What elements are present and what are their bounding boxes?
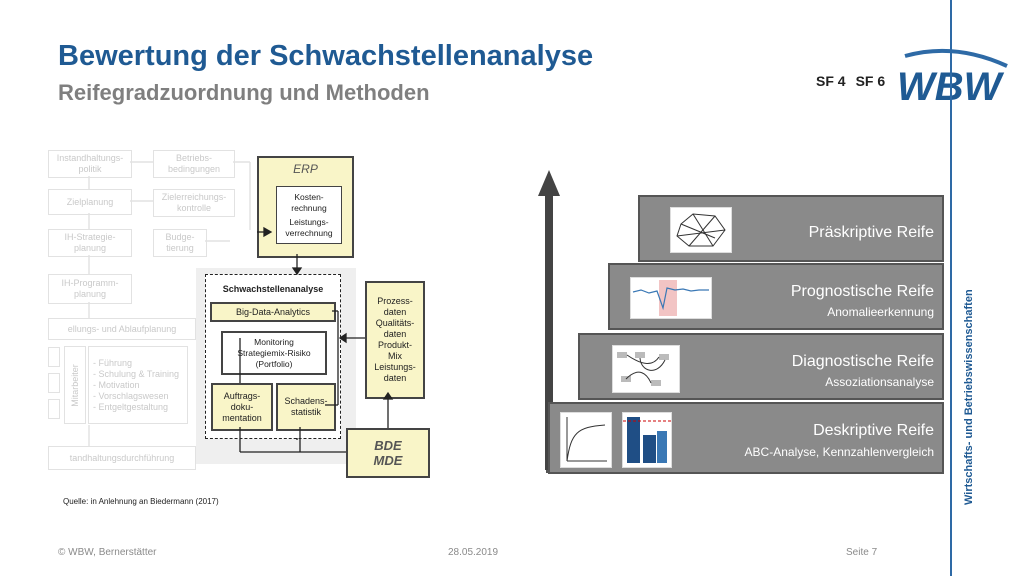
footer-page: Seite 7	[846, 547, 878, 558]
step-subtitle: Anomalieerkennung	[827, 305, 934, 319]
wbw-logo: WBW	[897, 48, 1008, 109]
network-graph-icon	[670, 207, 732, 253]
step-praeskriptiv: Präskriptive Reife	[638, 195, 944, 262]
big-data-box: Big-Data-Analytics	[210, 302, 336, 322]
bde-box: BDE MDE	[346, 428, 430, 478]
step-diagnostisch: Diagnostische Reife Assoziationsanalyse	[578, 333, 944, 400]
faint-box: Instandhaltungs- politik	[48, 150, 132, 178]
faint-box: IH-Programm- planung	[48, 274, 132, 304]
faint-box-vertical: Mitarbeiter	[64, 346, 86, 424]
analysis-title: Schwachstellenanalyse	[222, 284, 324, 294]
step-deskriptiv: Deskriptive Reife ABC-Analyse, Kennzahle…	[548, 402, 944, 474]
association-graph-icon	[612, 345, 680, 393]
anomaly-chart-icon	[630, 277, 712, 319]
schaden-box: Schadens- statistik	[276, 383, 336, 431]
faint-box	[48, 399, 60, 419]
source-note: Quelle: in Anlehnung an Biedermann (2017…	[63, 497, 219, 506]
faint-box	[48, 373, 60, 393]
erp-box: ERP Kosten- rechnung Leistungs- verrechn…	[257, 156, 354, 258]
faint-box: Zielplanung	[48, 189, 132, 215]
up-arrow-icon	[538, 170, 560, 470]
step-title: Präskriptive Reife	[808, 224, 934, 241]
sf-tag: SF 4	[816, 73, 846, 89]
erp-item: Kosten- rechnung	[291, 191, 327, 213]
faint-box: IH-Strategie- planung	[48, 229, 132, 257]
faint-box: ellungs- und Ablaufplanung	[48, 318, 196, 340]
page-subtitle: Reifegradzuordnung und Methoden	[58, 80, 430, 105]
faint-box	[48, 347, 60, 367]
faint-box: Zielerreichungs- kontrolle	[153, 189, 235, 217]
step-title: Diagnostische Reife	[791, 353, 934, 370]
page-title: Bewertung der Schwachstellenanalyse	[58, 40, 594, 72]
diagram-connectors	[88, 161, 394, 453]
side-label: Wirtschafts- und Betriebswissenschaften	[963, 289, 975, 505]
prozess-box: Prozess- daten Qualitäts- daten Produkt-…	[365, 281, 425, 399]
faint-box: Budge- tierung	[153, 229, 207, 257]
sf-tags: SF 4 SF 6	[816, 73, 895, 89]
step-prognostisch: Prognostische Reife Anomalieerkennung	[608, 263, 944, 330]
erp-item: Leistungs- verrechnung	[285, 216, 333, 238]
kpi-bar-icon	[622, 412, 672, 468]
sf-tag: SF 6	[855, 73, 886, 89]
side-divider	[950, 0, 952, 576]
faint-box: Betriebs- bedingungen	[153, 150, 235, 178]
erp-label: ERP	[293, 162, 318, 176]
step-title: Prognostische Reife	[790, 283, 934, 300]
faint-box: - Führung - Schulung & Training - Motiva…	[88, 346, 188, 424]
step-subtitle: ABC-Analyse, Kennzahlenvergleich	[744, 445, 934, 459]
footer-author: © WBW, Bernerstätter	[58, 547, 157, 558]
step-title: Deskriptive Reife	[813, 422, 934, 439]
monitoring-box: Monitoring Strategiemix-Risiko (Portfoli…	[221, 331, 327, 375]
footer-date: 28.05.2019	[448, 547, 499, 558]
step-subtitle: Assoziationsanalyse	[825, 375, 934, 389]
faint-box: tandhaltungsdurchführung	[48, 446, 196, 470]
auftrag-box: Auftrags- doku- mentation	[211, 383, 273, 431]
abc-curve-icon	[560, 412, 612, 468]
